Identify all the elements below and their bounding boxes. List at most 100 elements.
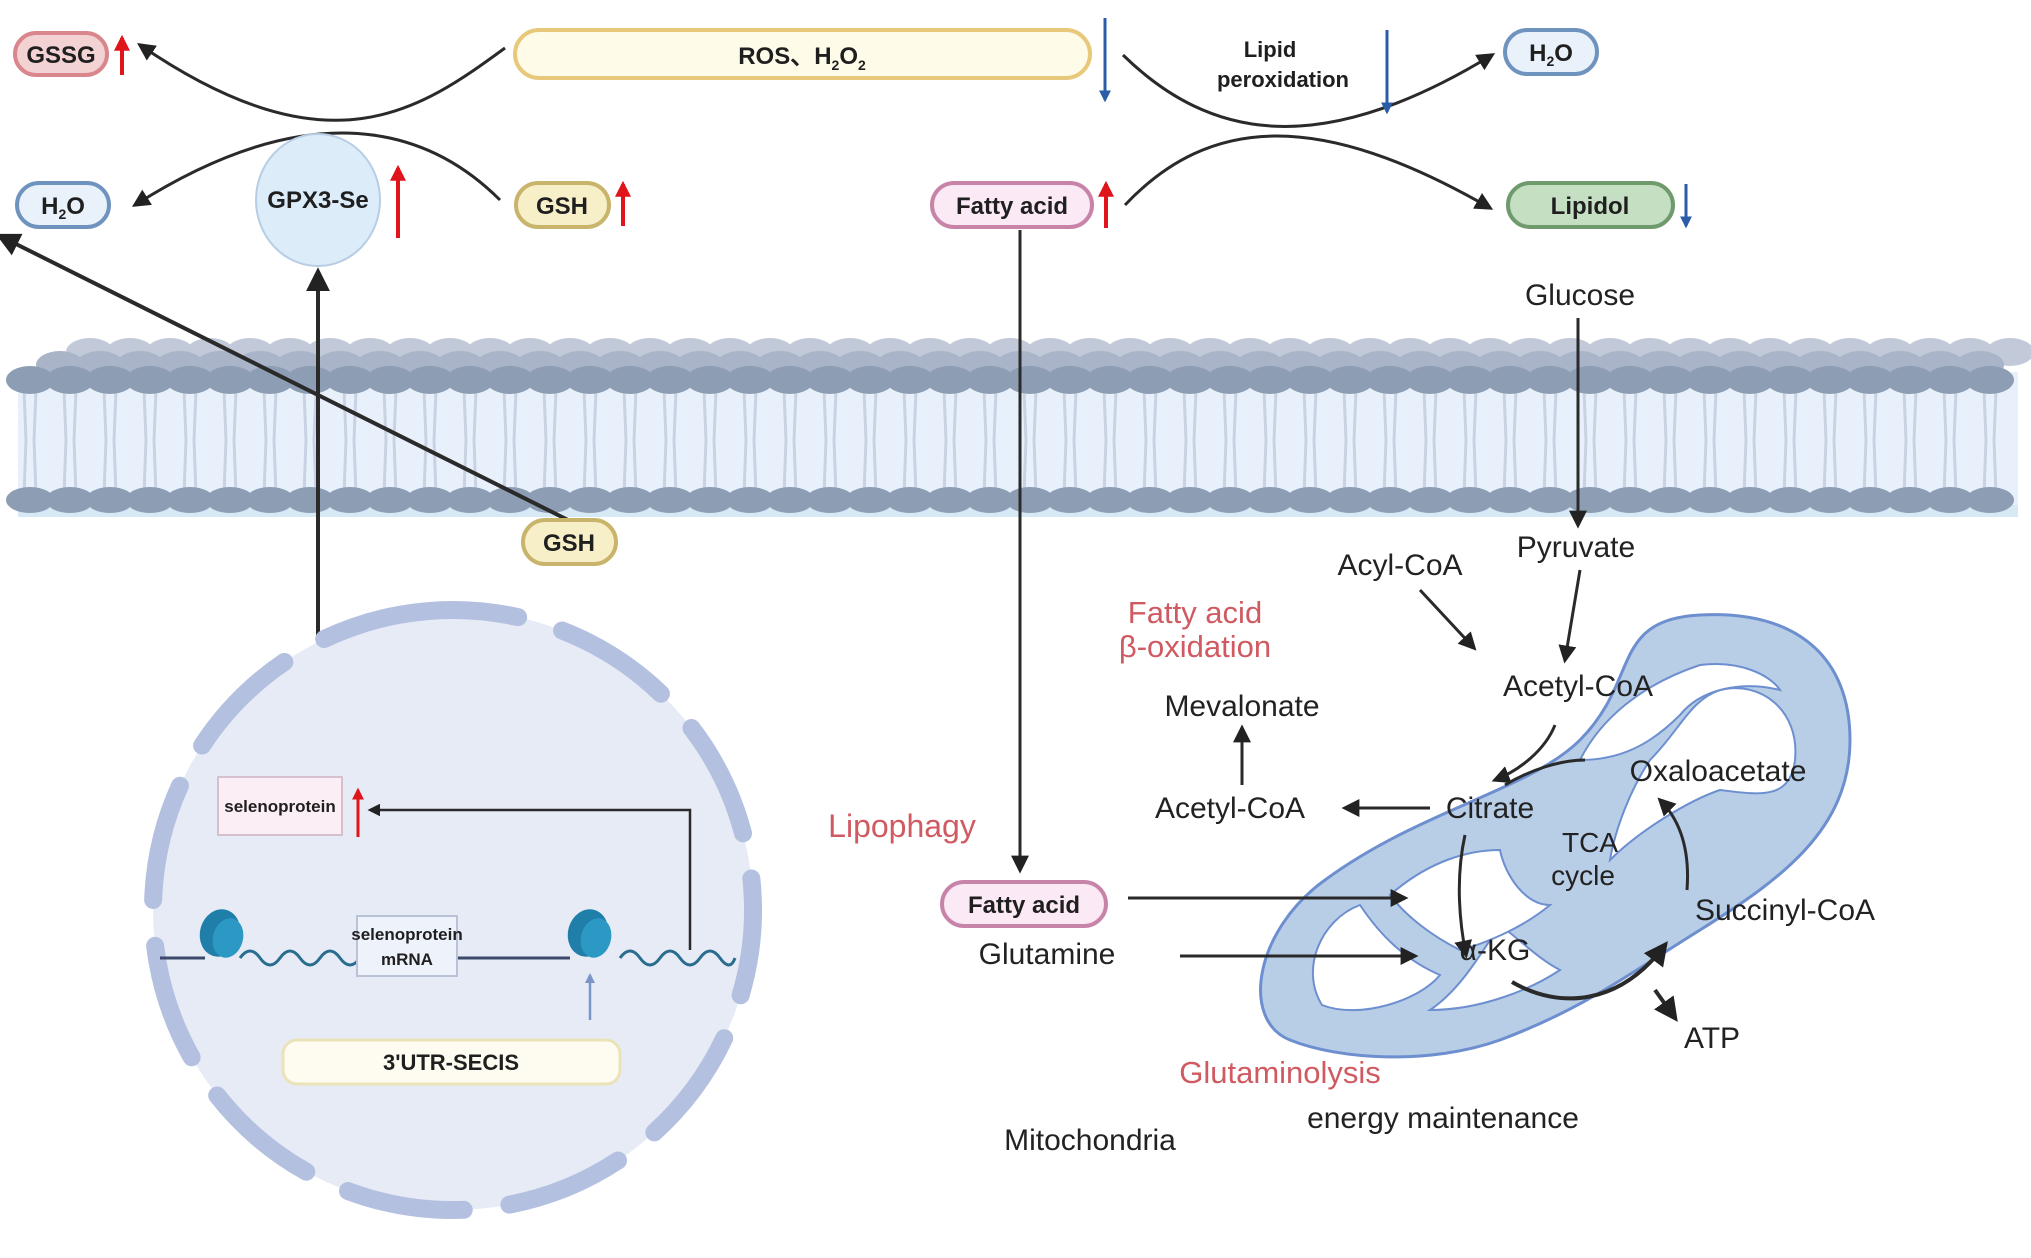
ros-h2o2-node[interactable]: ROS、H2O2 — [513, 28, 1092, 80]
phospholipid-tail — [1342, 389, 1358, 496]
phospholipid-head — [1726, 487, 1774, 513]
mitochondrion — [1259, 613, 1852, 1059]
phospholipid-head — [486, 366, 534, 394]
succinyl-coa-label[interactable]: Succinyl-CoA — [1695, 894, 1875, 927]
acetyl-coa-cyto-label[interactable]: Acetyl-CoA — [1155, 792, 1305, 825]
gsh-top-node[interactable]: GSH — [514, 181, 611, 229]
phospholipid-tail — [182, 389, 198, 496]
gsh-bottom-node[interactable]: GSH — [521, 518, 618, 566]
phospholipid-head — [1926, 487, 1974, 513]
phospholipid-head — [1966, 487, 2014, 513]
acyl-coa-label[interactable]: Acyl-CoA — [1337, 549, 1462, 582]
phospholipid-tail — [782, 389, 798, 496]
phospholipid-head — [126, 487, 174, 513]
phospholipid-tail — [222, 389, 238, 496]
gsh-to-h2o-curve — [131, 131, 502, 207]
gpx3-se-node[interactable]: GPX3-Se — [255, 133, 381, 267]
mrna-wave-3 — [618, 949, 737, 967]
phospholipid-tail — [1062, 389, 1078, 496]
acyl-coa-to-acetyl-coa-arrow — [1418, 588, 1477, 651]
phospholipid-tail — [622, 389, 638, 496]
phospholipid-tail — [742, 389, 758, 496]
h2o-right-node[interactable]: H2O — [1503, 28, 1599, 76]
glutamine-label[interactable]: Glutamine — [979, 938, 1116, 971]
phospholipid-head — [326, 487, 374, 513]
phospholipid-head — [1646, 487, 1694, 513]
phospholipid-tail — [1222, 389, 1238, 496]
phospholipid-head — [1606, 366, 1654, 394]
phospholipid-tail — [1822, 389, 1838, 496]
metabolic-pathways: Glucose Pyruvate Acyl-CoA Acetyl-CoA Oxa… — [940, 279, 1875, 1157]
phospholipid-tail — [1302, 389, 1318, 496]
gsh-transport-arrow — [0, 233, 569, 522]
selenoprotein-mrna-node[interactable]: selenoprotein mRNA — [351, 915, 463, 977]
phospholipid-tail — [1582, 389, 1598, 496]
glucose-label[interactable]: Glucose — [1525, 279, 1635, 312]
phospholipid-head — [926, 487, 974, 513]
phospholipid-head — [686, 366, 734, 394]
lipidol-node[interactable]: Lipidol — [1506, 181, 1675, 229]
fatty-acid-lower-node[interactable]: Fatty acid — [940, 880, 1108, 928]
mitochondrion-crista — [1312, 903, 1442, 1012]
pyruvate-label[interactable]: Pyruvate — [1517, 531, 1635, 564]
phospholipid-tail — [102, 389, 118, 496]
lipid-label-line2: peroxidation — [1217, 67, 1349, 92]
citrate-to-akg-arrow — [1454, 834, 1473, 959]
phospholipid-tail — [1902, 389, 1918, 496]
phospholipid-tail — [1982, 389, 1998, 496]
phospholipid-tail — [1702, 389, 1718, 496]
phospholipid-head — [1606, 487, 1654, 513]
phospholipid-head — [1886, 366, 1934, 394]
phospholipid-head — [1486, 487, 1534, 513]
phospholipid-head — [1166, 487, 1214, 513]
phospholipid-head — [566, 487, 614, 513]
phospholipid-head — [646, 487, 694, 513]
fatty-acid-top-node[interactable]: Fatty acid — [930, 181, 1094, 229]
oxaloacetate-label[interactable]: Oxaloacetate — [1630, 755, 1807, 788]
fatty-acid-lower-label: Fatty acid — [968, 892, 1080, 919]
phospholipid-head — [1406, 487, 1454, 513]
translation-to-selenoprotein-arrow — [367, 803, 692, 950]
h2o-left-node[interactable]: H2O — [15, 181, 111, 229]
lipid-label-line1: Lipid — [1244, 37, 1297, 62]
phospholipid-tail — [982, 389, 998, 496]
atp-label[interactable]: ATP — [1684, 1022, 1740, 1055]
phospholipid-tail — [262, 389, 278, 496]
citrate-label[interactable]: Citrate — [1446, 792, 1534, 825]
phospholipid-head — [1926, 366, 1974, 394]
phospholipid-head — [1686, 487, 1734, 513]
phospholipid-tail — [902, 389, 918, 496]
secis-node[interactable]: 3'UTR-SECIS — [281, 1038, 622, 1086]
lipidol-label: Lipidol — [1551, 193, 1630, 220]
phospholipid-head — [6, 366, 54, 394]
ribosome-icon — [567, 909, 612, 958]
phospholipid-tail — [302, 389, 318, 496]
phospholipid-head — [326, 366, 374, 394]
phospholipid-head — [606, 366, 654, 394]
gsh-bottom-label: GSH — [543, 530, 595, 557]
acetyl-coa-mito-label[interactable]: Acetyl-CoA — [1503, 670, 1653, 703]
lipophagy-label: Lipophagy — [828, 808, 976, 844]
mevalonate-label[interactable]: Mevalonate — [1164, 690, 1319, 723]
phospholipid-tail — [1942, 389, 1958, 496]
phospholipid-head — [1526, 366, 1574, 394]
gpx3-se-label: GPX3-Se — [267, 187, 368, 214]
akg-label[interactable]: α-KG — [1460, 934, 1531, 967]
secis-label: 3'UTR-SECIS — [383, 1050, 519, 1075]
selenoprotein-node[interactable]: selenoprotein — [217, 776, 343, 836]
phospholipid-head — [806, 366, 854, 394]
phospholipid-head — [446, 487, 494, 513]
phospholipid-head — [526, 366, 574, 394]
phospholipid-head — [246, 487, 294, 513]
gssg-node[interactable]: GSSG — [13, 31, 109, 77]
phospholipid-head — [1446, 366, 1494, 394]
phospholipid-tail — [62, 389, 78, 496]
phospholipid-head — [806, 487, 854, 513]
phospholipid-tail — [1862, 389, 1878, 496]
h2o-left-label: H2O — [41, 193, 85, 222]
phospholipid-head — [86, 366, 134, 394]
phospholipid-head — [1846, 366, 1894, 394]
phospholipid-head — [846, 487, 894, 513]
phospholipid-head — [766, 366, 814, 394]
beta-oxidation-label-line1: Fatty acid — [1128, 595, 1262, 630]
